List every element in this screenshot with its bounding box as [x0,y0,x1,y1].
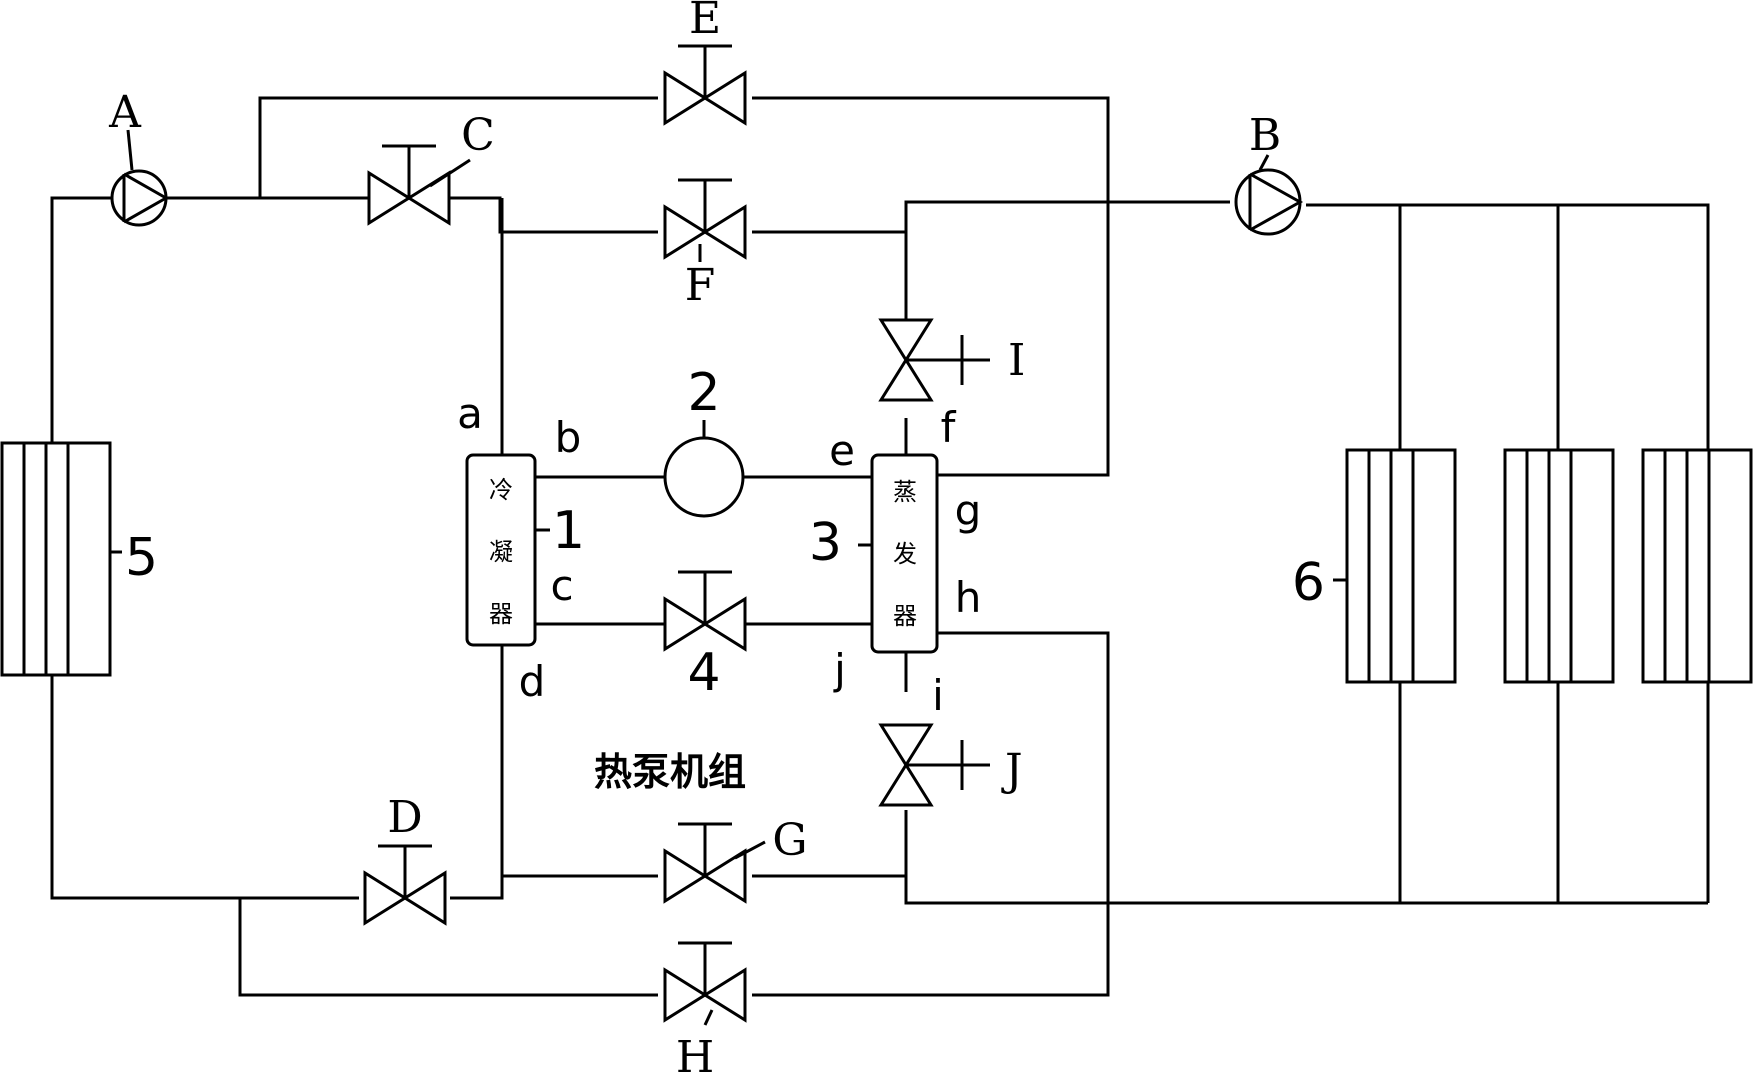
pipe-network [50,96,1710,997]
evaporator-number: 3 [809,513,842,573]
valve-d-label: D [387,792,422,843]
condenser-number: 1 [552,501,585,561]
condenser: 冷 凝 器 [465,453,537,647]
port-g: g [955,486,982,535]
port-b: b [555,413,582,462]
left-coil-number: 5 [125,528,158,588]
valve-g-label: G [772,815,807,866]
evaporator-char-2: 发 [893,540,917,568]
valve-d [363,844,447,925]
valve-f [663,178,747,259]
port-i: i [932,671,944,720]
valve-j-label: J [1001,745,1023,796]
right-coil-6b [1503,448,1615,684]
valve-h [663,941,747,1022]
valve-e [663,44,747,125]
port-a: a [457,389,483,438]
port-d: d [519,657,546,706]
valve-e-label: E [689,0,721,44]
left-coil-5 [0,441,122,677]
port-c: c [550,561,573,610]
compressor [663,436,745,518]
valve-h-label: H [676,1032,714,1081]
right-coil-6a [1345,448,1457,684]
condenser-char-3: 器 [489,600,513,628]
pump-a [110,169,170,227]
port-f: f [941,403,957,452]
evaporator: 蒸 发 器 [870,453,939,654]
expansion-valve-number: 4 [687,643,720,703]
condenser-char-1: 冷 [489,476,513,504]
port-j: j [833,645,846,694]
right-coil-number: 6 [1292,553,1325,613]
leader-lines [126,129,1270,1026]
expansion-valve-4 [663,570,747,651]
valve-c-label: C [461,110,495,161]
valve-i-label: I [1008,335,1025,386]
evaporator-char-3: 器 [893,602,917,630]
valve-g [663,822,747,903]
evaporator-char-1: 蒸 [893,478,917,506]
port-h: h [955,573,982,622]
port-e: e [829,426,855,475]
pump-b [1234,168,1304,236]
right-coil-6c [1641,448,1753,684]
valve-f-label: F [685,260,716,311]
valve-j [879,723,990,807]
condenser-char-2: 凝 [489,538,513,566]
pump-a-label: A [108,87,142,138]
compressor-number: 2 [687,363,720,423]
heat-pump-unit-label: 热泵机组 [594,750,746,794]
pump-b-label: B [1249,110,1281,161]
valve-i [879,318,990,402]
valve-c [367,144,451,225]
